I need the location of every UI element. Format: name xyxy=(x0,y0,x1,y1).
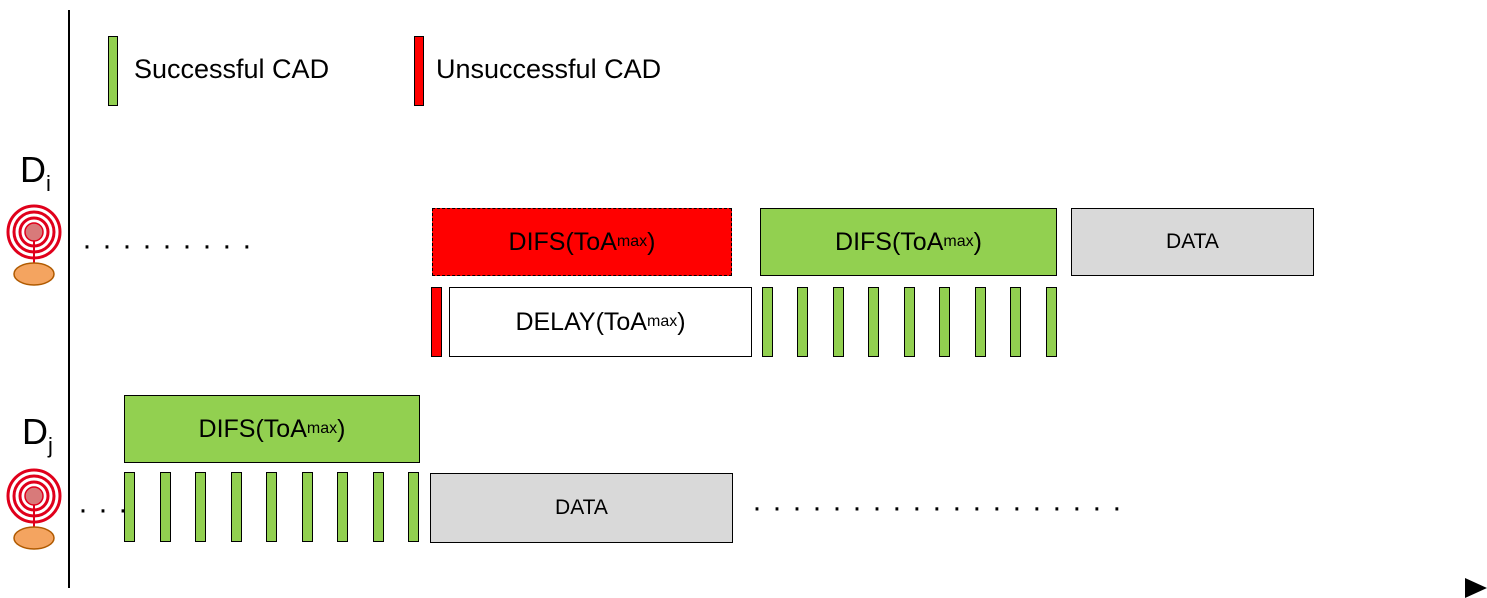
cad-successful xyxy=(266,472,277,542)
time-arrow-icon xyxy=(1465,578,1487,598)
cad-successful xyxy=(975,287,986,357)
ellipsis-j-end: ··················· xyxy=(752,491,1132,524)
legend-unsuccessful-label: Unsuccessful CAD xyxy=(436,54,662,84)
cad-successful xyxy=(302,472,313,542)
cad-successful xyxy=(160,472,171,542)
cad-successful xyxy=(231,472,242,542)
data-block-j: DATA xyxy=(430,473,733,543)
cad-successful xyxy=(1046,287,1057,357)
legend-unsuccessful-swatch xyxy=(414,36,424,106)
cad-successful xyxy=(904,287,915,357)
cad-successful xyxy=(195,472,206,542)
cad-successful xyxy=(337,472,348,542)
cad-successful xyxy=(762,287,773,357)
cad-unsuccessful xyxy=(431,287,442,357)
antenna-i-icon xyxy=(6,204,62,286)
cad-successful xyxy=(833,287,844,357)
cad-successful xyxy=(939,287,950,357)
legend-successful-swatch xyxy=(108,36,118,106)
cad-successful xyxy=(1010,287,1021,357)
cad-successful xyxy=(868,287,879,357)
antenna-j-icon xyxy=(6,468,62,550)
device-i-label: Di xyxy=(20,149,51,197)
ellipsis-j-start: ··· xyxy=(78,493,138,526)
device-j-label: Dj xyxy=(22,411,53,459)
cad-successful xyxy=(408,472,419,542)
legend-successful-label: Successful CAD xyxy=(134,54,330,84)
ellipsis-i: ········· xyxy=(82,229,262,262)
cad-successful xyxy=(124,472,135,542)
data-block-i: DATA xyxy=(1071,208,1314,276)
cad-successful xyxy=(373,472,384,542)
cad-successful xyxy=(797,287,808,357)
time-axis xyxy=(68,10,70,588)
